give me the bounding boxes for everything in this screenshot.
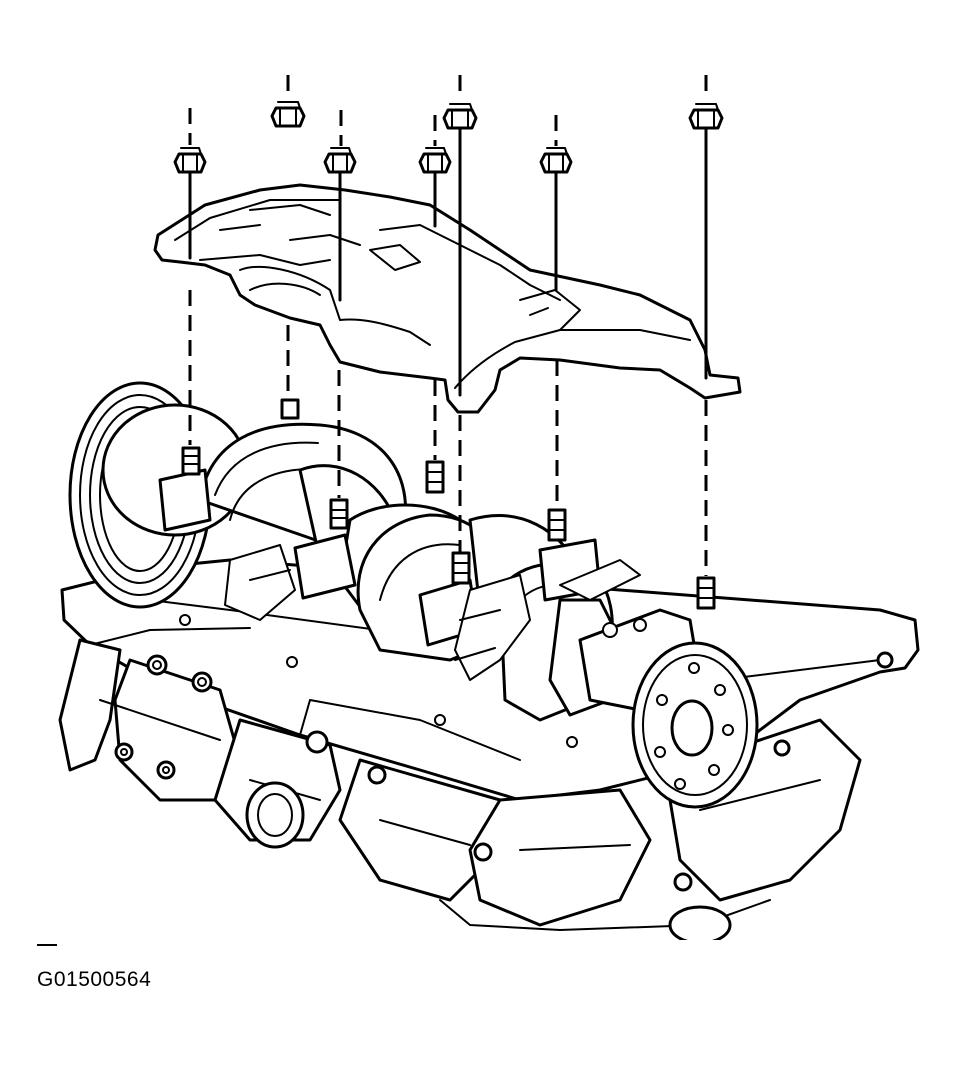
baffle-nut	[173, 101, 724, 174]
oil-pan-baffle	[153, 183, 742, 414]
baffle-stud	[181, 398, 716, 610]
caption-rule	[37, 944, 57, 946]
assembly-lines	[188, 75, 708, 576]
crankshaft	[158, 422, 702, 722]
figure-code: G01500564	[37, 968, 152, 991]
engine-diagram	[58, 75, 920, 940]
flywheel-flange	[631, 641, 759, 809]
